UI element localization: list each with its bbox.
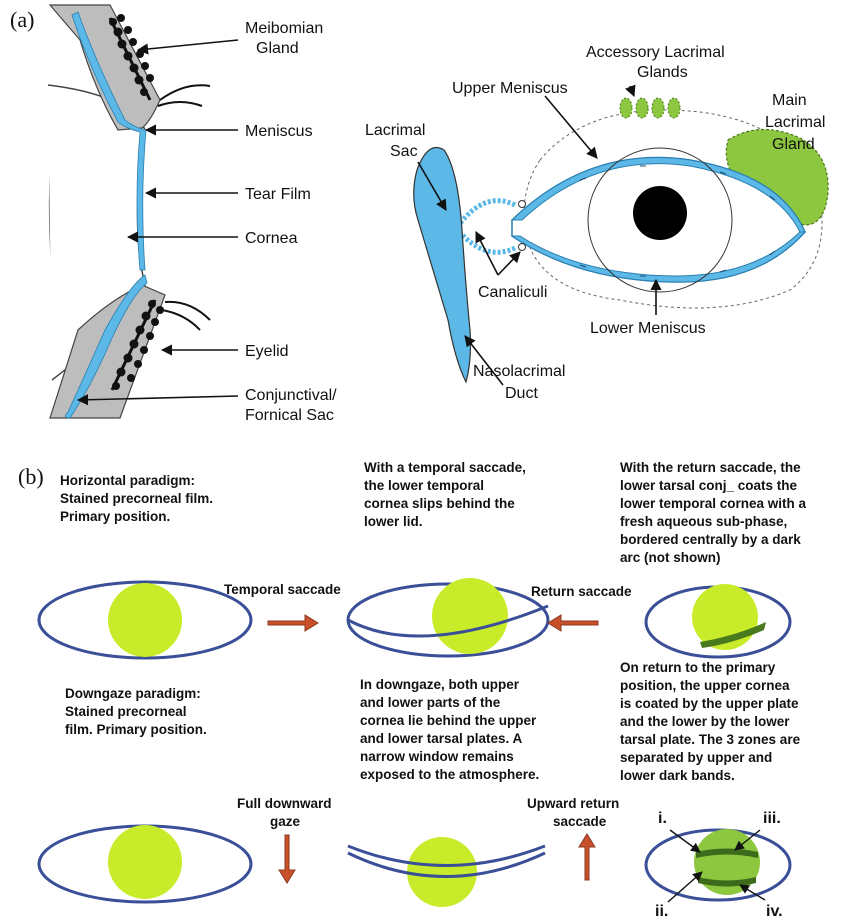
label-main-3: Gland — [772, 136, 815, 153]
arrow-return-saccade — [548, 615, 598, 631]
label-accessory-1: Accessory Lacrimal — [586, 44, 725, 61]
label-zone-i: i. — [658, 810, 667, 827]
lower-canaliculus — [458, 230, 515, 252]
label-tear-film: Tear Film — [245, 186, 311, 203]
cornea-downgaze — [407, 837, 477, 907]
label-zone-iii: iii. — [763, 810, 781, 827]
eyelid-cross-section — [48, 5, 210, 418]
label-meibomian-1: Meibomian — [245, 20, 323, 37]
label-lower-meniscus: Lower Meniscus — [590, 320, 706, 337]
label-full-downward-1: Full downward — [237, 796, 332, 811]
label-canaliculi: Canaliculi — [478, 284, 547, 301]
label-naso-2: Duct — [505, 385, 538, 402]
label-zone-ii: ii. — [655, 903, 668, 920]
label-full-downward-2: gaze — [270, 814, 301, 829]
eye-row-horizontal — [39, 578, 790, 658]
label-zone-iv: iv. — [766, 903, 783, 920]
label-upper-meniscus: Upper Meniscus — [452, 80, 568, 97]
label-meniscus: Meniscus — [245, 123, 313, 140]
arrow-full-downward — [279, 835, 295, 883]
label-conjunctival-2: Fornical Sac — [245, 407, 334, 424]
label-sac-1: Lacrimal — [365, 122, 425, 139]
text-temporal-description: With a temporal saccade, the lower tempo… — [364, 460, 530, 529]
text-downgaze-paradigm: Downgaze paradigm: Stained precorneal fi… — [65, 686, 207, 737]
panel-b-label: (b) — [18, 464, 44, 489]
upper-punctum — [519, 201, 526, 208]
upper-canaliculus — [458, 201, 515, 226]
arrow-upward-return — [579, 834, 595, 880]
eyelash-lower — [165, 302, 210, 320]
cornea-primary-1 — [108, 583, 182, 657]
label-eyelid: Eyelid — [245, 343, 289, 360]
cornea-temporal-saccade — [432, 578, 508, 654]
label-upward-return-1: Upward return — [527, 796, 619, 811]
label-main-2: Lacrimal — [765, 114, 825, 131]
text-primary-return-description: On return to the primary position, the u… — [620, 660, 804, 783]
label-naso-1: Nasolacrimal — [473, 363, 565, 380]
label-conjunctival-1: Conjunctival/ — [245, 387, 337, 404]
lacrimal-system — [414, 98, 828, 382]
label-upward-return-2: saccade — [553, 814, 607, 829]
label-main-1: Main — [772, 92, 807, 109]
label-accessory-2: Glands — [637, 64, 688, 81]
lower-punctum — [519, 244, 526, 251]
label-cornea: Cornea — [245, 230, 298, 247]
lacrimal-sac-duct — [414, 148, 471, 383]
pupil — [633, 186, 687, 240]
panel-a-label: (a) — [10, 7, 34, 32]
text-horizontal-paradigm: Horizontal paradigm: Stained precorneal … — [60, 473, 217, 524]
label-sac-2: Sac — [390, 143, 418, 160]
left-labels: Meibomian Gland Meniscus Tear Film Corne… — [245, 20, 337, 424]
label-return-saccade: Return saccade — [531, 584, 632, 599]
text-return-description: With the return saccade, the lower tarsa… — [620, 460, 810, 565]
eyelash-upper — [160, 85, 210, 100]
label-meibomian-2: Gland — [256, 40, 299, 57]
accessory-lacrimal-glands — [620, 98, 680, 118]
label-temporal-saccade: Temporal saccade — [224, 582, 341, 597]
cornea-primary-2 — [108, 825, 182, 899]
eye-row-downgaze — [39, 825, 790, 907]
arrow-temporal-saccade — [268, 615, 318, 631]
text-downgaze-description: In downgaze, both upper and lower parts … — [360, 677, 540, 782]
